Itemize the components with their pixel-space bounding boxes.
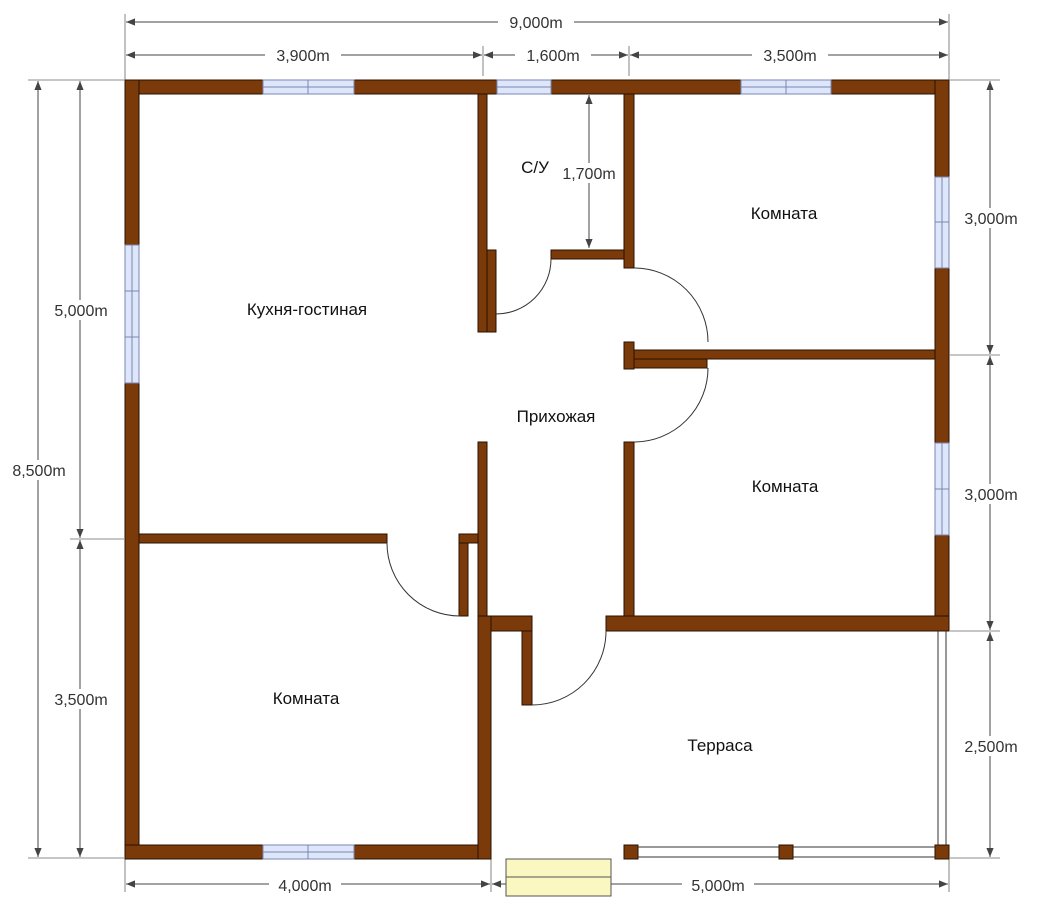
room-label-kitchen-living: Кухня-гостиная: [247, 300, 367, 319]
door-bathroom: [495, 258, 552, 315]
window-top-room: [740, 79, 832, 95]
room-label-bathroom: С/У: [521, 158, 549, 177]
dim-left-upper: 5,000m: [54, 303, 107, 320]
window-top-kitchen: [262, 79, 355, 95]
window-right-middle: [934, 442, 950, 536]
room-label-bottom-left: Комната: [273, 689, 340, 708]
walls: [124, 79, 950, 860]
room-label-top-right: Комната: [751, 204, 818, 223]
room-label-hallway: Прихожая: [517, 407, 596, 426]
dim-top-middle: 1,600m: [526, 48, 579, 65]
room-label-terrace: Терраса: [687, 736, 753, 755]
door-terrace: [531, 630, 607, 706]
dim-left-total: 8,500m: [12, 463, 65, 480]
dim-right-middle: 3,000m: [964, 487, 1017, 504]
window-left-kitchen: [124, 244, 140, 384]
windows: [124, 79, 950, 860]
dim-left-lower: 3,500m: [54, 692, 107, 709]
door-room-bottom-left: [386, 542, 461, 617]
dim-bathroom-depth: 1,700m: [562, 166, 615, 183]
dim-bottom-left: 4,000m: [278, 878, 331, 895]
dim-top-left: 3,900m: [276, 48, 329, 65]
window-right-upper: [934, 176, 950, 269]
dim-top-right: 3,500m: [763, 48, 816, 65]
room-label-middle-right: Комната: [752, 477, 819, 496]
window-top-bathroom: [496, 79, 552, 95]
entrance-steps: [505, 858, 612, 897]
dim-right-upper: 3,000m: [964, 211, 1017, 228]
room-labels: Кухня-гостиная С/У Прихожая Комната Комн…: [247, 158, 819, 755]
door-room-middle-right: [633, 367, 709, 443]
dimension-lines: [28, 14, 1000, 892]
window-bottom-room: [262, 844, 355, 860]
dimension-labels: 9,000m 3,900m 1,600m 3,500m 8,500m 5,000…: [4, 12, 1026, 895]
dim-right-lower: 2,500m: [964, 739, 1017, 756]
door-room-top-right: [633, 267, 709, 343]
doors: [386, 258, 709, 706]
terrace-railing: [638, 631, 947, 858]
dim-total-width: 9,000m: [509, 15, 562, 32]
dim-bottom-right: 5,000m: [691, 878, 744, 895]
